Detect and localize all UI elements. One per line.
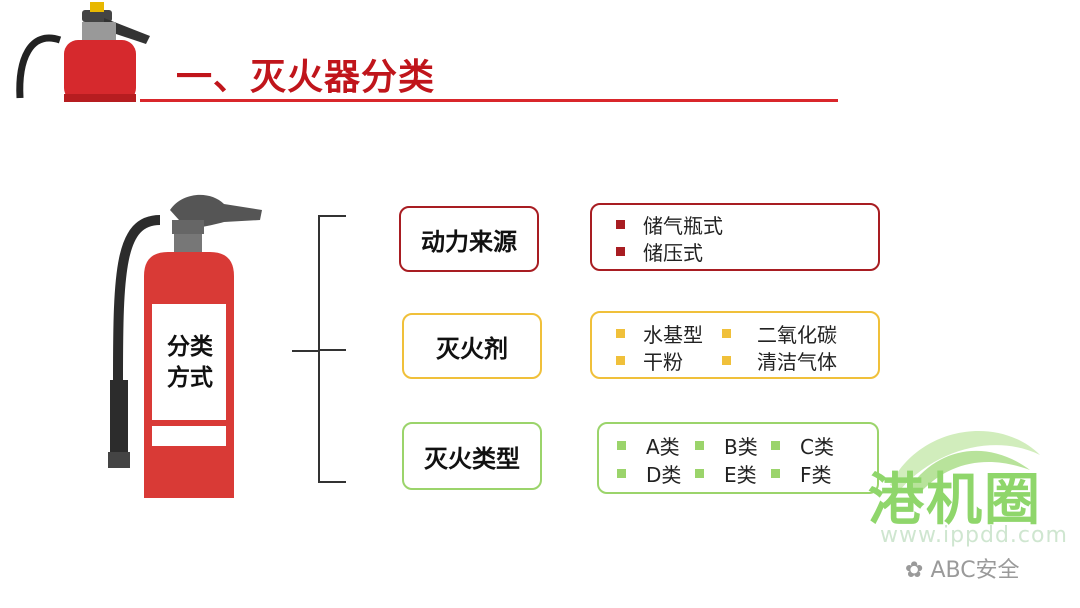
bracket-tick-middle [320,349,346,351]
watermark-url: www.ippdd.com [880,523,1068,548]
fire-extinguisher-icon [108,194,262,498]
extinguisher-header-icon [16,2,150,102]
list-item: A类 [617,432,680,459]
bullet-square-icon [617,440,626,450]
list-item: 清洁气体 [722,347,837,374]
power-source-details: 储气瓶式 储压式 [590,203,880,271]
bullet-square-icon [616,328,625,338]
list-item: C类 [771,432,834,459]
wechat-watermark: ✿ ABC安全 [905,552,1020,584]
bracket-tick-bottom [320,481,346,483]
title-underline [140,99,838,102]
category-bracket [318,215,346,483]
list-item-text: A类 [646,434,680,459]
list-item: 二氧化碳 [722,320,837,347]
bullet-square-icon [695,440,704,450]
bullet-square-icon [722,328,731,338]
bullet-square-icon [616,246,625,256]
wechat-icon: ✿ [905,558,924,583]
list-item: D类 [617,460,682,487]
fire-type-details: A类 B类 C类 D类 E类 F类 [597,422,879,494]
bullet-square-icon [771,468,780,478]
classification-label-line2: 方式 [167,365,213,391]
bullet-square-icon [616,355,625,365]
list-item: 储气瓶式 [616,211,723,238]
page-title: 一、灭火器分类 [176,57,436,98]
list-item-text: B类 [724,434,758,459]
list-item: E类 [695,460,757,487]
bullet-square-icon [616,219,625,229]
wechat-account-name: ABC安全 [930,558,1020,583]
list-item-text: 二氧化碳 [757,322,837,347]
list-item: 储压式 [616,238,703,265]
list-item: F类 [771,460,832,487]
bullet-square-icon [617,468,626,478]
watermark-leaf-icon [890,431,1040,493]
list-item-text: D类 [646,462,682,487]
extinguishing-agent-details: 水基型 二氧化碳 干粉 清洁气体 [590,311,880,379]
bullet-square-icon [695,468,704,478]
list-item-text: 干粉 [643,349,683,374]
list-item: 水基型 [616,320,703,347]
category-extinguishing-agent-label: 灭火剂 [436,334,508,363]
list-item-text: 储气瓶式 [643,213,723,238]
bullet-square-icon [771,440,780,450]
list-item-text: F类 [800,462,832,487]
list-item: B类 [695,432,758,459]
category-fire-type: 灭火类型 [402,422,542,490]
list-item: 干粉 [616,347,683,374]
watermark-brand: 港机圈 [868,468,1042,533]
category-extinguishing-agent: 灭火剂 [402,313,542,379]
category-fire-type-label: 灭火类型 [424,444,520,473]
list-item-text: E类 [724,462,757,487]
category-power-source-label: 动力来源 [421,227,517,256]
list-item-text: 储压式 [643,240,703,265]
classification-label: 分类 方式 [155,332,225,394]
list-item-text: C类 [800,434,834,459]
bracket-tick-top [320,215,346,217]
list-item-text: 水基型 [643,322,703,347]
connector-stem [292,350,320,352]
classification-label-line1: 分类 [167,334,213,360]
list-item-text: 清洁气体 [757,349,837,374]
category-power-source: 动力来源 [399,206,539,272]
bullet-square-icon [722,355,731,365]
